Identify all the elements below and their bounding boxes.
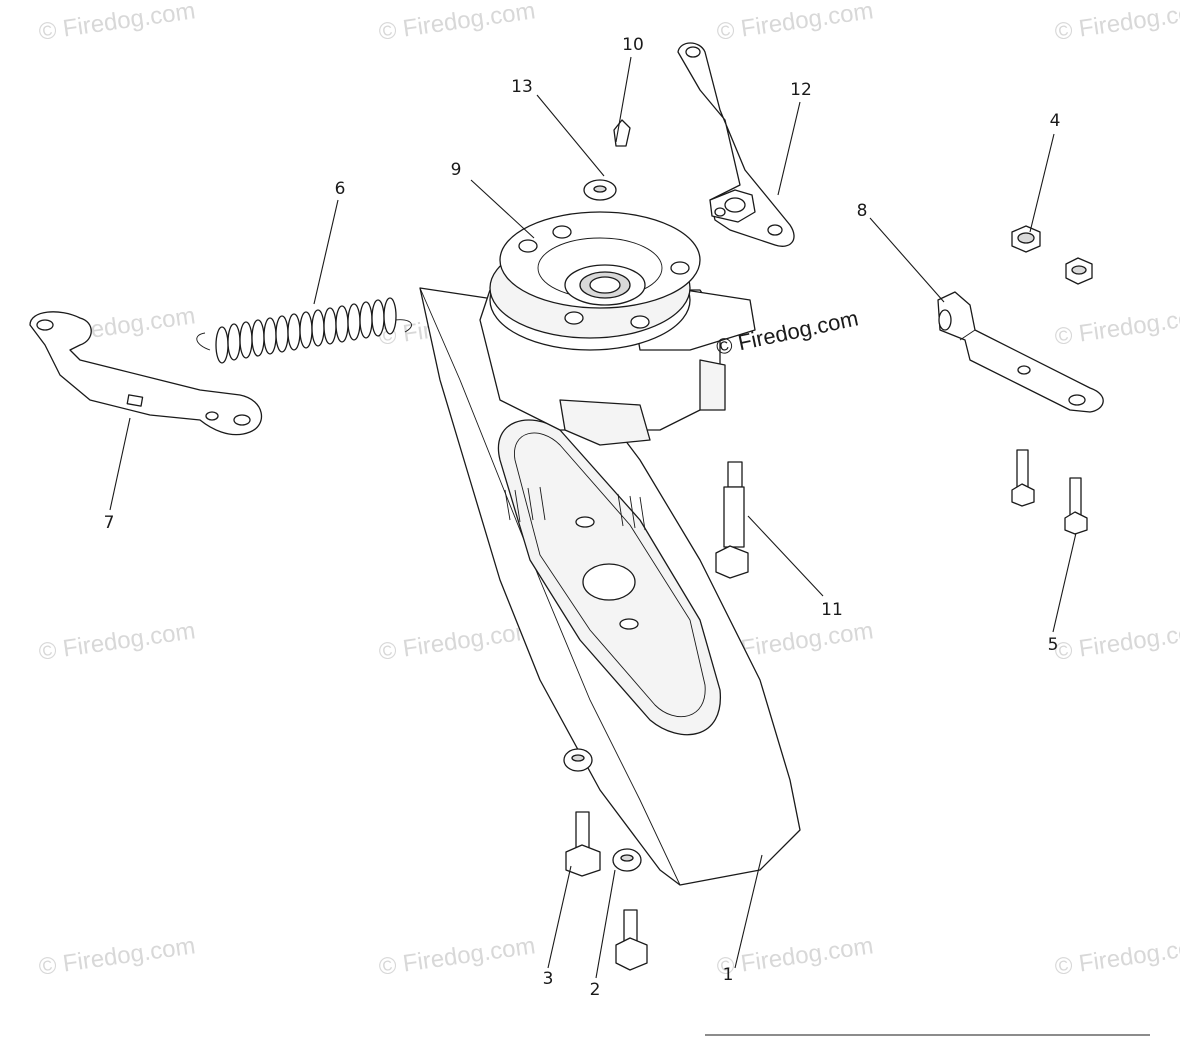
bracket-arm-part [29,311,263,436]
watermark: © Firedog.com [37,932,197,981]
clutch-part [479,211,756,446]
watermark: © Firedog.com [1053,932,1180,981]
callout-6: 6 [335,179,346,199]
shoulder-bolt-part [715,461,749,579]
callouts: 1 2 3 4 5 6 7 8 9 10 11 12 13 [104,35,1061,1000]
watermark: © Firedog.com [377,617,537,666]
plate-bracket-part [937,291,1104,413]
key-part [613,119,631,147]
lock-nut-part [1011,225,1093,285]
callout-3: 3 [543,969,554,989]
blade-part [419,287,801,886]
watermark: © Firedog.com [377,0,537,46]
watermark: © Firedog.com [715,932,875,981]
watermark: © Firedog.com [377,932,537,981]
callout-4: 4 [1050,111,1061,131]
callout-5: 5 [1048,635,1059,655]
watermark: © Firedog.com [715,0,875,46]
callout-7: 7 [104,513,115,533]
washer-2-part [563,748,648,971]
watermark: © Firedog.com [37,0,197,46]
link-bar-part [677,42,795,247]
callout-10: 10 [622,35,644,55]
watermark: © Firedog.com [1053,617,1180,666]
bolt-3-part [565,811,601,877]
watermark: © Firedog.com [1053,302,1180,351]
callout-1: 1 [723,965,734,985]
watermark: © Firedog.com [37,617,197,666]
callout-8: 8 [857,201,868,221]
spring-part [196,297,412,364]
bolt-5-part [1011,449,1088,535]
leader-lines [109,56,1077,979]
callout-9: 9 [451,160,462,180]
callout-12: 12 [790,80,812,100]
watermark: © Firedog.com [1053,0,1180,46]
callout-2: 2 [590,980,601,1000]
washer-13-part [583,179,617,201]
callout-11: 11 [821,600,843,620]
callout-13: 13 [511,77,533,97]
